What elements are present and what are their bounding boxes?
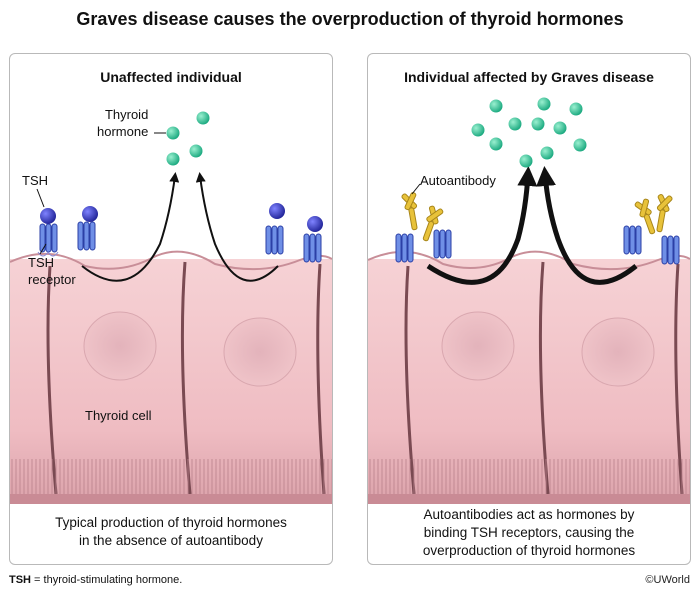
label-thyroid-hormone-line2: hormone xyxy=(97,124,149,139)
nucleus xyxy=(441,311,515,381)
thyroid-hormone-molecules xyxy=(166,111,210,166)
panel-unaffected: Unaffected individual Thyroid hormone TS… xyxy=(9,53,333,565)
tsh-leader-line xyxy=(36,188,45,208)
caption-unaffected: Typical production of thyroid hormones i… xyxy=(18,514,324,550)
label-tsh-receptor: TSH receptor xyxy=(28,254,76,288)
tsh-receptors xyxy=(37,221,322,263)
copyright-notice: ©UWorld xyxy=(645,574,690,586)
label-tsh-receptor-line2: receptor xyxy=(28,272,76,287)
autoantibody-leader-line xyxy=(411,183,421,195)
caption-graves: Autoantibodies act as hormones by bindin… xyxy=(376,506,682,560)
receptor-leader-line xyxy=(39,243,47,255)
panel-heading-graves: Individual affected by Graves disease xyxy=(404,69,654,85)
label-thyroid-hormone-line1: Thyroid xyxy=(104,107,149,122)
overproduction-arrow xyxy=(536,166,638,285)
label-thyroid-cell: Thyroid cell xyxy=(85,408,152,423)
footnote: TSH = thyroid-stimulating hormone. xyxy=(9,574,182,586)
panel-heading-unaffected: Unaffected individual xyxy=(100,69,242,85)
footnote-definition: = thyroid-stimulating hormone. xyxy=(31,574,183,586)
label-tsh: TSH xyxy=(22,173,48,188)
panel-graves: Individual affected by Graves disease Au… xyxy=(367,53,691,565)
caption-graves-line3: overproduction of thyroid hormones xyxy=(422,543,636,558)
autoantibodies xyxy=(401,192,673,242)
secretion-arrow xyxy=(195,172,279,282)
thyroid-cells xyxy=(10,250,332,504)
nucleus xyxy=(83,311,157,381)
caption-graves-line2: binding TSH receptors, causing the xyxy=(423,525,635,540)
thyroid-hormone-molecules xyxy=(471,97,587,168)
unaffected-illustration xyxy=(10,111,332,504)
label-tsh-receptor-line1: TSH xyxy=(28,255,54,270)
figure-title: Graves disease causes the overproduction… xyxy=(76,9,624,29)
secretion-arrow xyxy=(81,172,180,282)
tsh-molecules xyxy=(40,203,323,232)
tsh-receptors xyxy=(395,225,680,265)
caption-unaffected-line1: Typical production of thyroid hormones xyxy=(55,515,287,530)
overproduction-arrow xyxy=(426,166,538,285)
nucleus xyxy=(581,317,655,387)
cell-membrane xyxy=(10,250,332,271)
caption-graves-line1: Autoantibodies act as hormones by xyxy=(423,507,635,522)
footnote-abbreviation: TSH xyxy=(9,574,31,586)
caption-unaffected-line2: in the absence of autoantibody xyxy=(79,533,263,548)
label-autoantibody: Autoantibody xyxy=(420,173,496,188)
graves-illustration xyxy=(368,97,690,504)
thyroid-cells xyxy=(368,250,690,504)
nucleus xyxy=(223,317,297,387)
label-thyroid-hormone: Thyroid hormone xyxy=(97,106,148,140)
